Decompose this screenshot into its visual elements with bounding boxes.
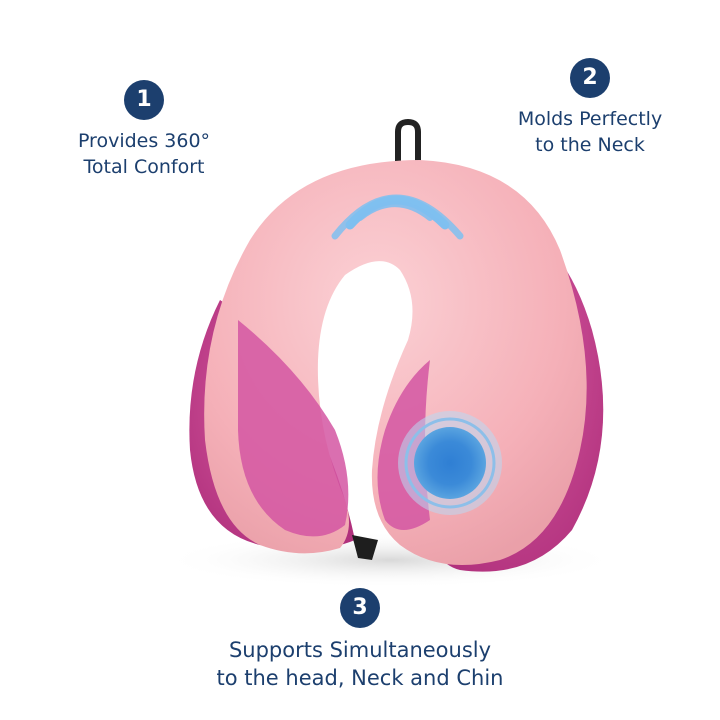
callout-text: to the Neck <box>535 134 645 156</box>
pillow-left-panel <box>238 320 349 537</box>
number-badge: 2 <box>570 58 610 98</box>
hanging-loop <box>395 118 421 171</box>
callout-text: Total Confort <box>83 156 205 178</box>
zipper-pull <box>352 535 378 560</box>
callout-text: Molds Perfectly <box>517 108 663 130</box>
callout-text: Supports Simultaneously <box>228 638 492 662</box>
callout-1: 1 Provides 360° Total Confort <box>44 80 244 180</box>
number-badge: 1 <box>124 80 164 120</box>
number-badge: 3 <box>340 588 380 628</box>
callout-2: 2 Molds Perfectly to the Neck <box>490 58 690 158</box>
wave-motif <box>331 194 464 240</box>
callout-text: to the head, Neck and Chin <box>216 666 504 690</box>
callout-text: Provides 360° <box>77 130 211 152</box>
callout-3: 3 Supports Simultaneously to the head, N… <box>160 588 560 692</box>
support-dot <box>398 411 502 515</box>
